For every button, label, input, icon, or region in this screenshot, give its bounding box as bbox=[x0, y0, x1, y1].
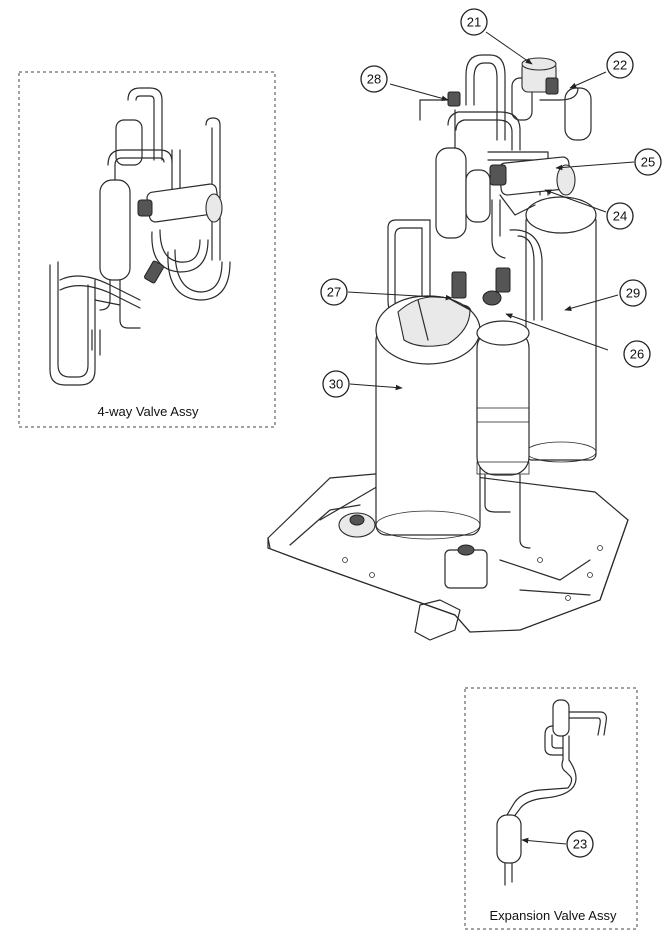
upper-tubing bbox=[387, 54, 592, 323]
callout-23: 23 bbox=[566, 830, 594, 858]
callout-25: 25 bbox=[634, 148, 662, 176]
callout-circle bbox=[606, 202, 634, 230]
accumulator bbox=[476, 320, 531, 549]
compressor-rear bbox=[525, 196, 597, 463]
four-way-valve-assy-panel: 4-way Valve Assy bbox=[18, 71, 276, 428]
callout-label: 26 bbox=[630, 347, 644, 362]
callout-circle bbox=[619, 279, 647, 307]
expansion-valve-assy-panel: Expansion Valve Assy bbox=[464, 687, 638, 930]
callout-circle bbox=[322, 370, 350, 398]
callout-21: 21 bbox=[460, 8, 488, 36]
main-assembly-drawing bbox=[267, 54, 629, 641]
callout-label: 23 bbox=[573, 837, 587, 852]
callout-circle bbox=[606, 51, 634, 79]
callout-circle bbox=[634, 148, 662, 176]
callout-label: 27 bbox=[327, 285, 341, 300]
callout-24: 24 bbox=[606, 202, 634, 230]
callout-30: 30 bbox=[322, 370, 350, 398]
callout-label: 28 bbox=[367, 72, 381, 87]
four-way-valve-assy-caption: 4-way Valve Assy bbox=[98, 404, 199, 419]
callout-circle bbox=[460, 8, 488, 36]
callout-28: 28 bbox=[360, 65, 388, 93]
four-way-valve-drawing bbox=[49, 87, 231, 386]
expansion-valve-drawing bbox=[496, 699, 607, 886]
callout-26: 26 bbox=[623, 340, 651, 368]
leader-lines bbox=[347, 31, 635, 845]
callout-22: 22 bbox=[606, 51, 634, 79]
callout-27: 27 bbox=[320, 278, 348, 306]
callout-circle bbox=[360, 65, 388, 93]
four-way-valve-assy-frame bbox=[18, 71, 276, 428]
callout-circle bbox=[623, 340, 651, 368]
callout-circle bbox=[320, 278, 348, 306]
expansion-valve-assy-caption: Expansion Valve Assy bbox=[490, 908, 617, 923]
callout-label: 25 bbox=[641, 155, 655, 170]
expansion-valve-assy-frame bbox=[464, 687, 638, 930]
callout-label: 24 bbox=[613, 209, 627, 224]
callout-label: 29 bbox=[626, 286, 640, 301]
callout-29: 29 bbox=[619, 279, 647, 307]
compressor-front bbox=[375, 295, 481, 540]
callout-label: 21 bbox=[467, 15, 481, 30]
callout-label: 30 bbox=[329, 377, 343, 392]
callout-label: 22 bbox=[613, 58, 627, 73]
callout-circle bbox=[566, 830, 594, 858]
